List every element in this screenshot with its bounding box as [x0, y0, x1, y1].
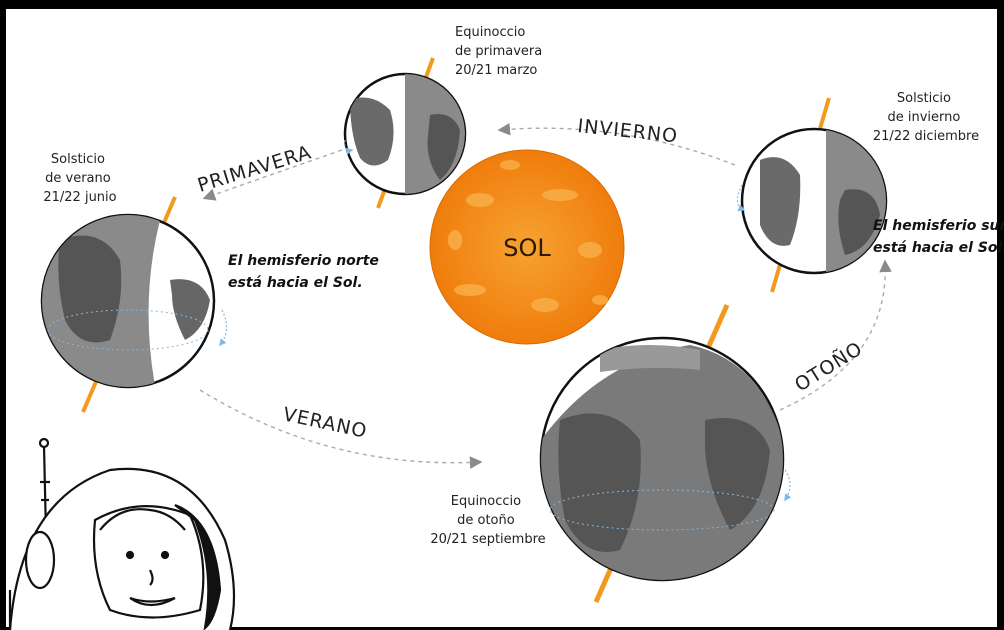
event-label-winter-solstice: Solsticio de invierno 21/22 diciembre [873, 91, 979, 144]
event-label-spring-equinox: Equinoccio de primavera 20/21 marzo [455, 25, 546, 78]
earth-globe-icon [736, 97, 888, 293]
note-north-hemisphere: El hemisferio norte está hacia el Sol. [228, 253, 384, 291]
note-south-hemisphere: El hemisferio sur está hacia el Sol. [873, 218, 1004, 256]
orbit-arrow-icon [497, 122, 736, 166]
sun-label: SOL [503, 234, 551, 262]
orbit-arrows [199, 122, 892, 469]
sun-icon: SOL [429, 149, 625, 345]
earth-globe-icon [539, 303, 792, 604]
earth-globe-icon [343, 57, 467, 209]
astronaut-icon [8, 437, 236, 630]
orbit-arrow-icon [779, 259, 892, 411]
orbit-arrow-icon [199, 389, 483, 469]
event-label-autumn-equinox: Equinoccio de otoño 20/21 septiembre [430, 494, 545, 547]
orbit-arrow-icon [202, 149, 343, 201]
event-label-summer-solstice: Solsticio de verano 21/22 junio [43, 152, 116, 205]
earth-globe-icon [40, 196, 228, 413]
